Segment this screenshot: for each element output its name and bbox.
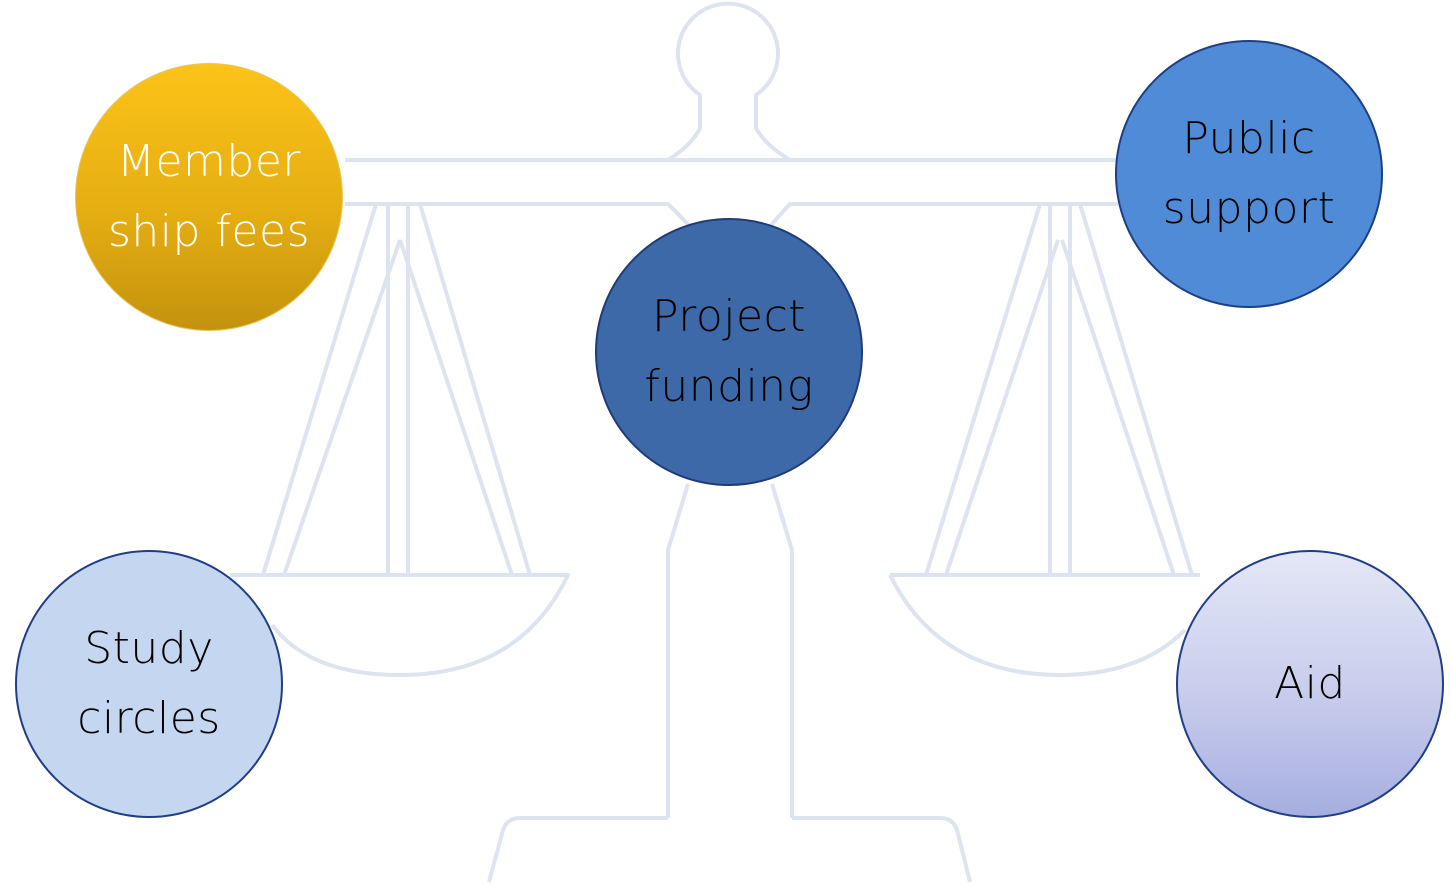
study-circles-label: Study circles xyxy=(77,623,221,744)
aid-label: Aid xyxy=(1274,658,1346,709)
project-funding-label: Project funding xyxy=(644,291,814,412)
scale-base xyxy=(487,816,972,883)
membership-fees-label: Member ship fees xyxy=(107,136,310,257)
scale-column xyxy=(666,483,794,818)
membership-fees-node: Member ship fees xyxy=(75,63,343,331)
public-support-label: Public support xyxy=(1162,113,1336,234)
aid-node: Aid xyxy=(1176,550,1444,818)
left-pan-bowl xyxy=(230,573,570,677)
right-pan-strings xyxy=(924,203,1194,576)
scale-beam xyxy=(345,158,1118,242)
project-funding-node: Project funding xyxy=(595,218,863,486)
left-pan-strings xyxy=(261,203,532,576)
study-circles-node: Study circles xyxy=(15,550,283,818)
scale-top-ring xyxy=(666,1,792,162)
right-pan-bowl xyxy=(888,573,1200,677)
public-support-node: Public support xyxy=(1115,40,1383,308)
